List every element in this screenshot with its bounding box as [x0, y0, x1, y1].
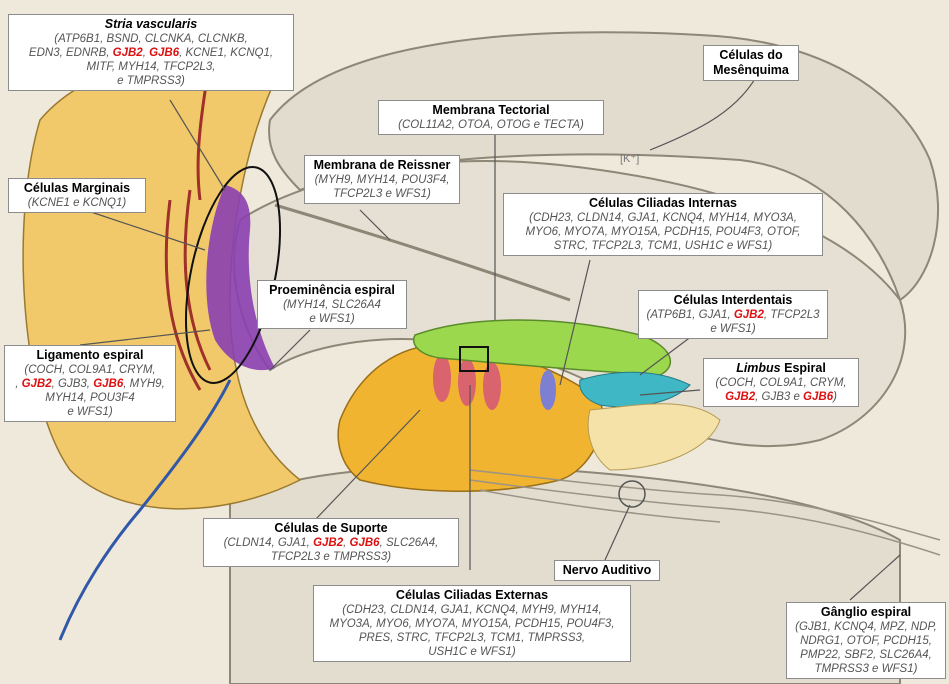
internas-genes-line2: MYO6, MYO7A, MYO15A, PCDH15, POU4F3, OTO…	[508, 225, 818, 239]
suporte-title: Células de Suporte	[208, 521, 454, 536]
mesenquima-title-line1: Células do	[708, 48, 794, 63]
nervo-title: Nervo Auditivo	[563, 563, 651, 577]
reissner-title: Membrana de Reissner	[309, 158, 455, 173]
externas-genes-line3: PRES, STRC, TFCP2L3, TCM1, TMPRSS3,	[318, 631, 626, 645]
tectorial-title: Membrana Tectorial	[383, 103, 599, 118]
ganglio-genes-line3: PMP22, SBF2, SLC26A4,	[791, 648, 941, 662]
label-celulas-interdentais: Células Interdentais (ATP6B1, GJA1, GJB2…	[638, 290, 828, 339]
mesenquima-title-line2: Mesênquima	[708, 63, 794, 78]
externas-genes-line1: (CDH23, CLDN14, GJA1, KCNQ4, MYH9, MYH14…	[318, 603, 626, 617]
outer-hair-cell-1	[433, 354, 451, 402]
label-membrana-tectorial: Membrana Tectorial (COL11A2, OTOA, OTOG …	[378, 100, 604, 135]
internas-title: Células Ciliadas Internas	[508, 196, 818, 211]
suporte-genes-line2: TFCP2L3 e TMPRSS3)	[208, 550, 454, 564]
ganglio-genes-line4: TMPRSS3 e WFS1)	[791, 662, 941, 676]
label-celulas-mesenquima: Células do Mesênquima	[703, 45, 799, 81]
ganglio-genes-line2: NDRG1, OTOF, PCDH15,	[791, 634, 941, 648]
potassium-label: [K⁺]	[620, 152, 639, 165]
stria-genes-line1: (ATP6B1, BSND, CLCNKA, CLCNKB,	[13, 32, 289, 46]
proeminencia-genes-line2: e WFS1)	[262, 312, 402, 326]
stria-genes-line3: MITF, MYH14, TFCP2L3,	[13, 60, 289, 74]
internas-genes-line1: (CDH23, CLDN14, GJA1, KCNQ4, MYH14, MYO3…	[508, 211, 818, 225]
label-celulas-marginais: Células Marginais (KCNE1 e KCNQ1)	[8, 178, 146, 213]
ligamento-genes-line2: , GJB2, GJB3, GJB6, MYH9,	[9, 377, 171, 391]
ligamento-title: Ligamento espiral	[9, 348, 171, 363]
marginais-title: Células Marginais	[13, 181, 141, 196]
gene-gjb2: GJB2	[113, 47, 143, 59]
label-nervo-auditivo: Nervo Auditivo	[554, 560, 660, 581]
stria-genes-line4: e TMPRSS3)	[13, 74, 289, 88]
internas-genes-line3: STRC, TFCP2L3, TCM1, USH1C e WFS1)	[508, 239, 818, 253]
limbus-genes-line1: (COCH, COL9A1, CRYM,	[708, 376, 854, 390]
tectorial-genes: (COL11A2, OTOA, OTOG e TECTA)	[383, 118, 599, 132]
externas-genes-line2: MYO3A, MYO6, MYO7A, MYO15A, PCDH15, POU4…	[318, 617, 626, 631]
label-celulas-ciliadas-internas: Células Ciliadas Internas (CDH23, CLDN14…	[503, 193, 823, 256]
reissner-genes-line2: TFCP2L3 e WFS1)	[309, 187, 455, 201]
label-celulas-ciliadas-externas: Células Ciliadas Externas (CDH23, CLDN14…	[313, 585, 631, 662]
gene-gjb6: GJB6	[93, 378, 123, 390]
inner-hair-cell	[540, 370, 556, 410]
ganglio-genes-line1: (GJB1, KCNQ4, MPZ, NDP,	[791, 620, 941, 634]
gene-gjb6: GJB6	[149, 47, 179, 59]
limbus-title: Limbus Espiral	[708, 361, 854, 376]
suporte-genes-line1: (CLDN14, GJA1, GJB2, GJB6, SLC26A4,	[208, 536, 454, 550]
proeminencia-genes-line1: (MYH14, SLC26A4	[262, 298, 402, 312]
label-ganglio-espiral: Gânglio espiral (GJB1, KCNQ4, MPZ, NDP, …	[786, 602, 946, 679]
gene-gjb6: GJB6	[350, 537, 380, 549]
reissner-genes-line1: (MYH9, MYH14, POU3F4,	[309, 173, 455, 187]
label-membrana-reissner: Membrana de Reissner (MYH9, MYH14, POU3F…	[304, 155, 460, 204]
externas-genes-line4: USH1C e WFS1)	[318, 645, 626, 659]
ligamento-genes-line1: (COCH, COL9A1, CRYM,	[9, 363, 171, 377]
gene-gjb2: GJB2	[313, 537, 343, 549]
ligamento-genes-line3: MYH14, POU3F4	[9, 391, 171, 405]
gene-gjb6: GJB6	[803, 391, 833, 403]
gene-gjb2: GJB2	[734, 309, 764, 321]
label-ligamento-espiral: Ligamento espiral (COCH, COL9A1, CRYM, ,…	[4, 345, 176, 422]
outer-hair-cell-3	[483, 362, 501, 410]
label-limbus-espiral: Limbus Espiral (COCH, COL9A1, CRYM, GJB2…	[703, 358, 859, 407]
gene-gjb2: GJB2	[725, 391, 755, 403]
ganglio-title: Gânglio espiral	[791, 605, 941, 620]
limbus-genes-line2: GJB2, GJB3 e GJB6)	[708, 390, 854, 404]
marginais-genes: (KCNE1 e KCNQ1)	[13, 196, 141, 210]
interdentais-genes-line1: (ATP6B1, GJA1, GJB2, TFCP2L3	[643, 308, 823, 322]
ligamento-genes-line4: e WFS1)	[9, 405, 171, 419]
gene-gjb2: GJB2	[22, 378, 52, 390]
interdentais-genes-line2: e WFS1)	[643, 322, 823, 336]
label-proeminencia-espiral: Proeminência espiral (MYH14, SLC26A4 e W…	[257, 280, 407, 329]
label-celulas-suporte: Células de Suporte (CLDN14, GJA1, GJB2, …	[203, 518, 459, 567]
proeminencia-title: Proeminência espiral	[262, 283, 402, 298]
stria-title: Stria vascularis	[13, 17, 289, 32]
stria-genes-line2: EDN3, EDNRB, GJB2, GJB6, KCNE1, KCNQ1,	[13, 46, 289, 60]
externas-title: Células Ciliadas Externas	[318, 588, 626, 603]
label-stria-vascularis: Stria vascularis (ATP6B1, BSND, CLCNKA, …	[8, 14, 294, 91]
interdentais-title: Células Interdentais	[643, 293, 823, 308]
